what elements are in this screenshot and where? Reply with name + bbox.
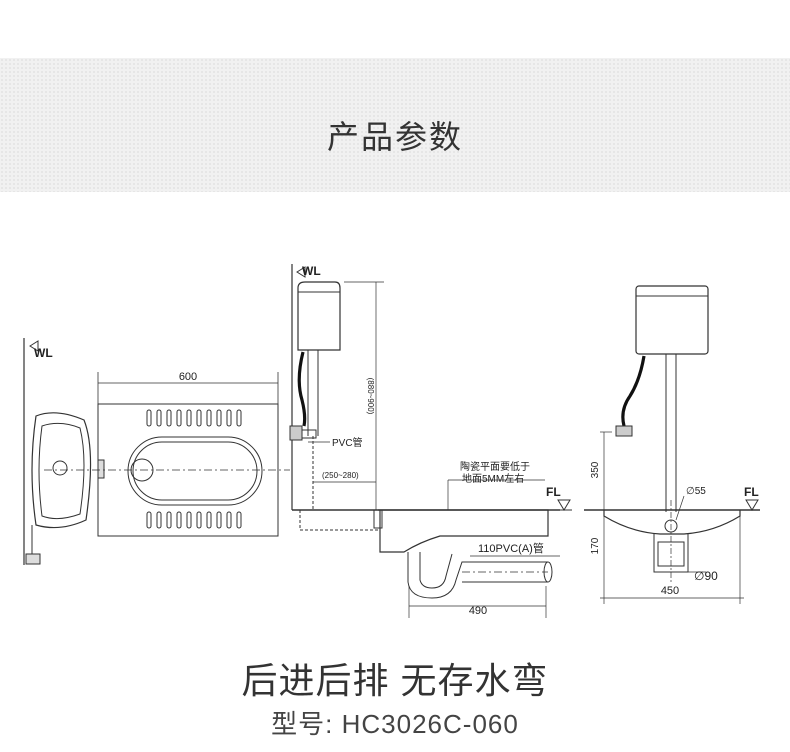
- banner: [0, 58, 790, 192]
- dia-90: ∅90: [694, 569, 718, 583]
- drain-pipe-label: 110PVC(A)管: [478, 541, 544, 555]
- model-line: 型号: HC3026C-060: [0, 704, 790, 741]
- wl-label-middle: WL: [302, 264, 321, 278]
- dim-880-900: (880~900): [366, 378, 375, 415]
- model-value: HC3026C-060: [341, 709, 519, 739]
- note-line-2: 地面5MM左右: [462, 472, 524, 485]
- dim-600: 600: [179, 371, 197, 383]
- technical-drawing: WL 600: [23, 264, 760, 618]
- dim-250-280: (250~280): [322, 471, 359, 480]
- front-view: [584, 285, 760, 604]
- dim-490: 490: [469, 605, 487, 617]
- dim-350: 350: [590, 461, 601, 478]
- feature-title: 后进后排 无存水弯: [241, 660, 549, 701]
- model-label: 型号:: [271, 709, 334, 739]
- note-line-1: 陶瓷平面要低于: [460, 460, 530, 473]
- banner-title: 产品参数: [326, 119, 463, 155]
- dim-170: 170: [590, 537, 601, 554]
- dia-55: ∅55: [686, 486, 706, 497]
- fl-label-right: FL: [744, 485, 759, 499]
- pvc-pipe-label: PVC管: [332, 436, 363, 449]
- wl-marker-icon: [296, 266, 306, 278]
- fl-label-middle: FL: [546, 485, 561, 499]
- wl-label-left: WL: [34, 346, 53, 360]
- top-view: [23, 338, 290, 565]
- wl-marker-icon: [29, 340, 39, 352]
- side-view: [289, 264, 572, 618]
- dim-450: 450: [661, 585, 679, 597]
